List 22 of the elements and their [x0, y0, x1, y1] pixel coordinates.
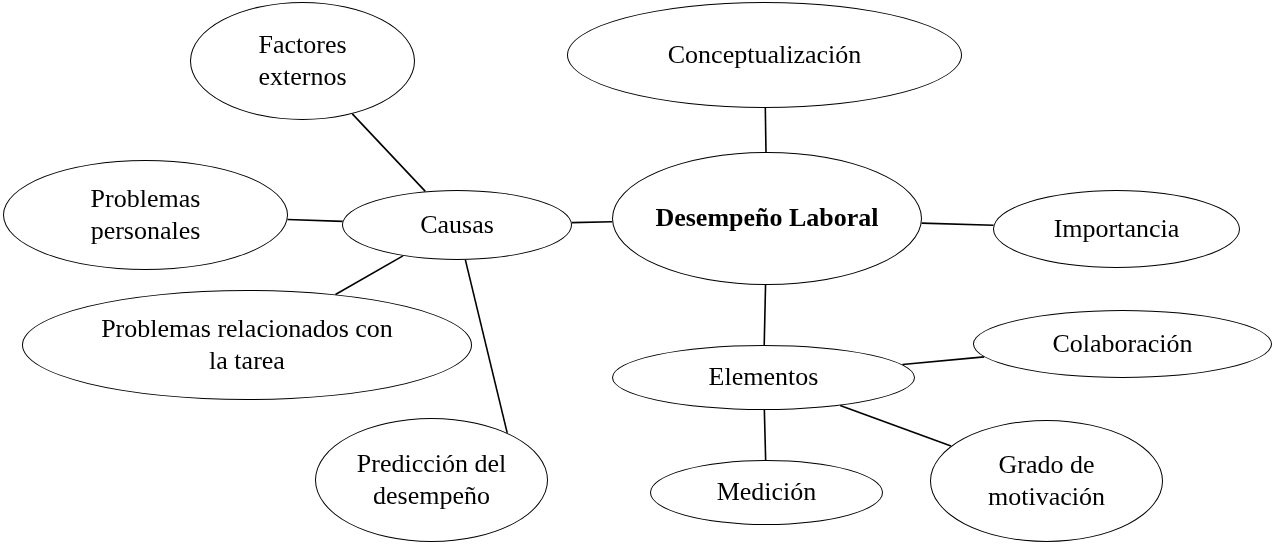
node-label: Predicción del desempeño	[355, 447, 508, 512]
connector-line	[570, 220, 613, 224]
connector-line	[839, 404, 952, 447]
connector-line	[464, 259, 508, 434]
connector-line	[763, 409, 767, 461]
node-label: Medición	[716, 476, 817, 509]
node-label: Problemas personales	[89, 182, 202, 247]
connector-line	[334, 255, 404, 296]
connector-line	[286, 218, 344, 223]
node-label: Elementos	[708, 361, 819, 394]
node-label: Desempeño Laboral	[655, 202, 879, 235]
connector-line	[901, 356, 985, 366]
node-label: Colaboración	[1052, 327, 1193, 360]
node-label: Causas	[420, 208, 494, 241]
connector-line	[763, 284, 767, 346]
node-label: Problemas relacionados con la tarea	[100, 312, 394, 377]
connector-line	[764, 107, 767, 153]
node-label: Factores externos	[257, 28, 348, 93]
node-label: Conceptualización	[667, 38, 862, 71]
node-label: Importancia	[1053, 212, 1180, 245]
connector-line	[920, 222, 995, 227]
node-label: Grado de motivación	[987, 448, 1106, 513]
